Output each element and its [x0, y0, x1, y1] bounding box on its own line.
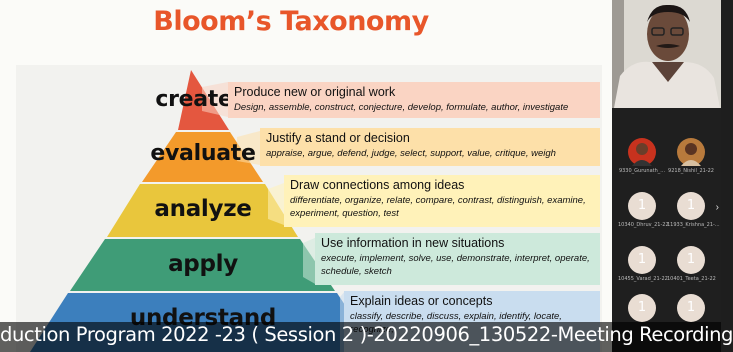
- participant-name: 10401_Teeta_21-22: [667, 276, 716, 282]
- participant-name: 9330_Gurunath_...: [618, 168, 666, 174]
- description-examples: Design, assemble, construct, conjecture,…: [234, 102, 569, 113]
- avatar: [677, 138, 705, 166]
- avatar: 1: [677, 192, 705, 220]
- pyramid-tier-apply: [70, 239, 335, 291]
- connector-evaluate: [237, 131, 260, 165]
- description-examples: execute, implement, solve, use, demonstr…: [321, 253, 590, 277]
- description-heading: Draw connections among ideas: [290, 178, 465, 192]
- avatar: 1: [628, 246, 656, 274]
- description-box-apply: Use information in new situations execut…: [315, 233, 600, 285]
- level-label-analyze: analyze: [154, 196, 252, 222]
- shared-slide: Bloom’s Taxonomy create evaluate analyze…: [0, 0, 612, 352]
- participant-tile[interactable]: 9218_Nishil_21-22: [667, 138, 715, 174]
- participant-name: 9218_Nishil_21-22: [668, 168, 714, 174]
- pyramid-tier-evaluate: [142, 132, 263, 182]
- presenter-video[interactable]: [612, 0, 721, 108]
- connector-analyze: [268, 183, 284, 225]
- level-label-apply: apply: [168, 251, 238, 277]
- participant-tile[interactable]: 1 10401_Teeta_21-22: [667, 246, 716, 282]
- participant-name: 11933_Krishna_21-...: [667, 222, 720, 228]
- connector-create: [202, 82, 228, 117]
- participant-tile[interactable]: 1 11933_Krishna_21-...: [667, 192, 720, 228]
- pyramid-tier-analyze: [107, 184, 298, 237]
- description-box-analyze: Draw connections among ideas differentia…: [284, 175, 600, 227]
- description-heading: Use information in new situations: [321, 236, 505, 250]
- participant-tile[interactable]: 1 10455_Varad_21-22: [618, 246, 668, 282]
- recording-caption-bar: duction Program 2022 -23 ( Session 2 )-2…: [0, 322, 733, 352]
- participant-tile[interactable]: 1 10340_Dhruv_21-22: [618, 192, 669, 228]
- description-heading: Explain ideas or concepts: [350, 294, 493, 308]
- level-label-evaluate: evaluate: [150, 141, 256, 166]
- description-examples: appraise, argue, defend, judge, select, …: [266, 148, 556, 159]
- presenter-image: [612, 0, 721, 108]
- participant-tile[interactable]: 1: [618, 294, 666, 324]
- participant-name: 10340_Dhruv_21-22: [618, 222, 669, 228]
- participant-panel: 9330_Gurunath_... 9218_Nishil_21-22 1 10…: [612, 108, 721, 352]
- avatar: 1: [628, 294, 656, 322]
- participant-name: 10455_Varad_21-22: [618, 276, 668, 282]
- slide-title: Bloom’s Taxonomy: [153, 6, 429, 37]
- avatar: 1: [677, 246, 705, 274]
- description-heading: Produce new or original work: [234, 85, 396, 99]
- description-box-create: Produce new or original work Design, ass…: [228, 82, 600, 118]
- description-examples: differentiate, organize, relate, compare…: [290, 195, 586, 219]
- avatar: 1: [628, 192, 656, 220]
- taxonomy-diagram: create evaluate analyze apply understand…: [16, 65, 602, 352]
- description-box-evaluate: Justify a stand or decision appraise, ar…: [260, 128, 600, 166]
- connector-apply: [303, 237, 317, 285]
- participant-tile[interactable]: 9330_Gurunath_...: [618, 138, 666, 174]
- avatar: [628, 138, 656, 166]
- scroll-right-icon[interactable]: ›: [715, 202, 719, 213]
- recording-title: duction Program 2022 -23 ( Session 2 )-2…: [0, 323, 733, 346]
- description-heading: Justify a stand or decision: [266, 131, 410, 145]
- avatar: 1: [677, 294, 705, 322]
- level-label-create: create: [155, 87, 233, 112]
- participant-tile[interactable]: 1: [667, 294, 715, 324]
